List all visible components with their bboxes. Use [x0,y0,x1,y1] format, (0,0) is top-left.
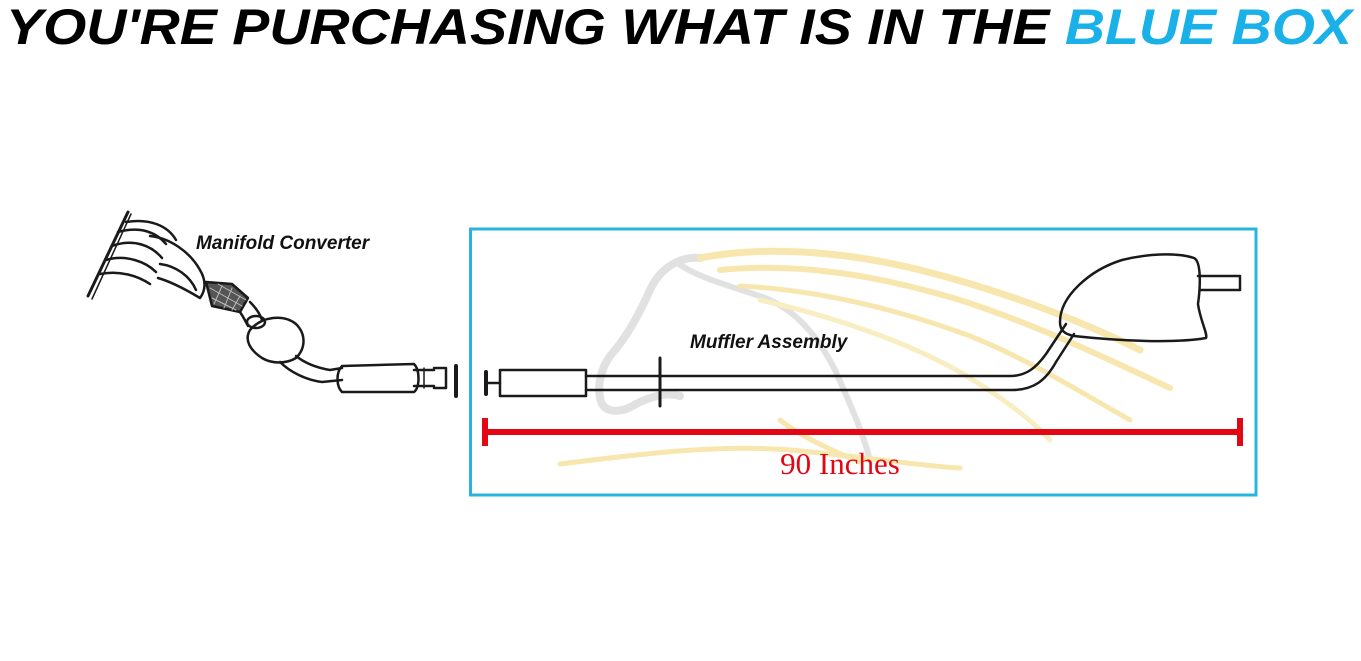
headline: YOU'RE PURCHASING WHAT IS IN THE BLUE BO… [6,2,1355,52]
headline-text: YOU'RE PURCHASING WHAT IS IN THE BLUE BO… [6,2,1355,52]
dimension-label: 90 Inches [780,446,900,481]
manifold-converter-label: Manifold Converter [196,233,371,254]
headline-blue-part: BLUE BOX [1065,2,1355,52]
muffler-assembly-label: Muffler Assembly [690,332,849,353]
dimension-line [482,418,1243,446]
manifold-converter-drawing [86,210,458,398]
horse-head-watermark-logo [557,247,1173,471]
muffler-assembly-drawing [484,253,1242,408]
blue-box-frame [469,227,1258,497]
headline-black-part: YOU'RE PURCHASING WHAT IS IN THE [6,2,1065,52]
